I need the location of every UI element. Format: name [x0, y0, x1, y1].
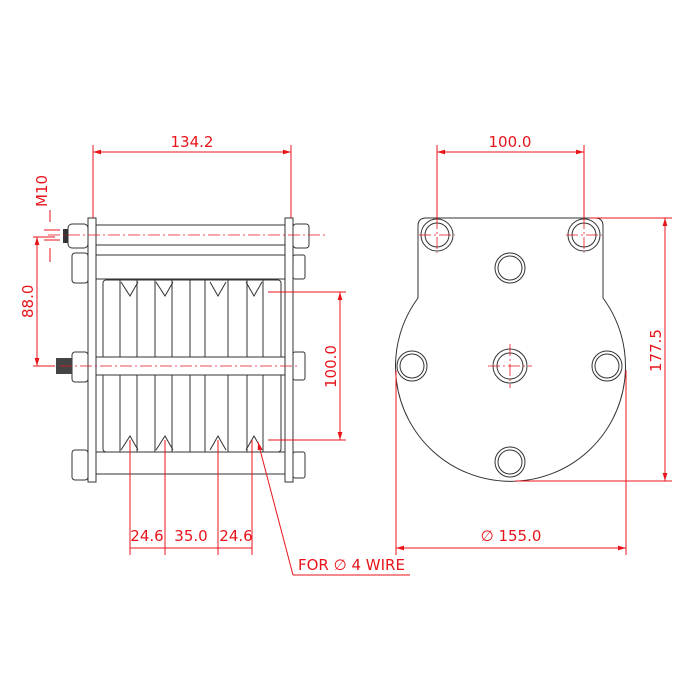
bottom-bar — [95, 451, 286, 475]
right-side-plate — [284, 217, 294, 483]
nuts — [56, 223, 310, 481]
side-view — [48, 217, 325, 483]
dim-groove-pitch-2: 35.0 — [174, 527, 207, 545]
front-view — [395, 217, 626, 482]
dim-bolt-spacing: 100.0 — [489, 133, 532, 151]
dim-height: 177.5 — [647, 329, 665, 372]
dim-groove-pitch-3: 24.6 — [219, 527, 252, 545]
dim-thread: M10 — [33, 175, 51, 207]
centerlines — [48, 234, 325, 367]
dim-overall-width: 134.2 — [171, 133, 214, 151]
wire-note: FOR ∅ 4 WIRE — [298, 556, 405, 574]
upper-bar — [95, 254, 286, 280]
side-dimensions: 134.2 M10 88.0 100.0 24.6 35.0 24.6 FOR … — [19, 133, 410, 576]
dim-groove-span: 100.0 — [322, 345, 340, 388]
front-dimensions: 100.0 177.5 ∅ 155.0 — [395, 133, 672, 555]
dim-groove-pitch-1: 24.6 — [130, 527, 163, 545]
left-side-plate — [87, 217, 97, 483]
end-plate — [395, 217, 626, 482]
dim-diameter: ∅ 155.0 — [481, 527, 542, 545]
dim-bolt-to-shaft: 88.0 — [19, 285, 37, 318]
